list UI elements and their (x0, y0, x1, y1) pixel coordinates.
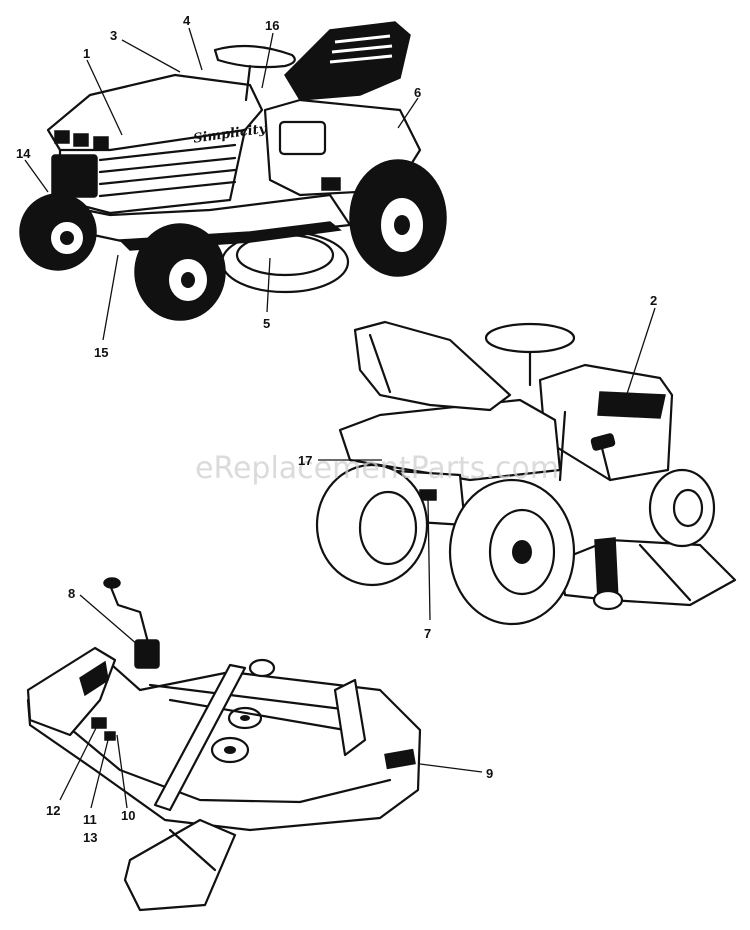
tractor-rear-view (315, 320, 737, 626)
steering-wheel (213, 44, 296, 69)
callout-13: 13 (83, 830, 97, 845)
watermark: eReplacementParts.com (195, 451, 559, 486)
height-adjust-lever (108, 583, 152, 652)
callout-12: 12 (46, 803, 60, 818)
leader-lines (24, 27, 656, 809)
callout-11: 11 (83, 812, 97, 827)
callout-8: 8 (68, 586, 75, 601)
front-grille (51, 154, 98, 198)
rear-body (338, 398, 562, 482)
callout-numbers: 1 3 4 16 6 14 5 15 2 17 7 8 9 12 11 13 1… (16, 13, 657, 845)
callout-6: 6 (414, 85, 421, 100)
rear-steering-wheel (484, 322, 576, 354)
right-rear-wheel (448, 478, 576, 626)
callout-1: 1 (83, 46, 90, 61)
decal-11 (104, 731, 116, 741)
mower-deck (26, 577, 422, 912)
tractor-hood (46, 73, 264, 152)
callout-14: 14 (16, 146, 31, 161)
callout-17: 17 (298, 453, 312, 468)
front-hitch (123, 818, 237, 912)
callout-15: 15 (94, 345, 108, 360)
callout-10: 10 (121, 808, 135, 823)
deck-side (558, 538, 737, 607)
front-right-wheel (134, 223, 226, 321)
rear-wheel (349, 159, 447, 277)
decal-12 (91, 717, 107, 729)
pulley-top (248, 658, 276, 678)
rear-view-front-wheel (648, 468, 716, 548)
tractor-front-view: Simplicity (19, 21, 447, 321)
callout-7: 7 (424, 626, 431, 641)
front-left-wheel (19, 193, 97, 271)
callout-3: 3 (110, 28, 117, 43)
rear-seat (353, 320, 512, 412)
deck-hanger-bar (153, 663, 247, 812)
callout-2: 2 (650, 293, 657, 308)
callout-5: 5 (263, 316, 270, 331)
callout-4: 4 (183, 13, 191, 28)
left-rear-wheel (315, 463, 429, 587)
decal-9 (384, 748, 416, 770)
callout-9: 9 (486, 766, 493, 781)
callout-16: 16 (265, 18, 279, 33)
